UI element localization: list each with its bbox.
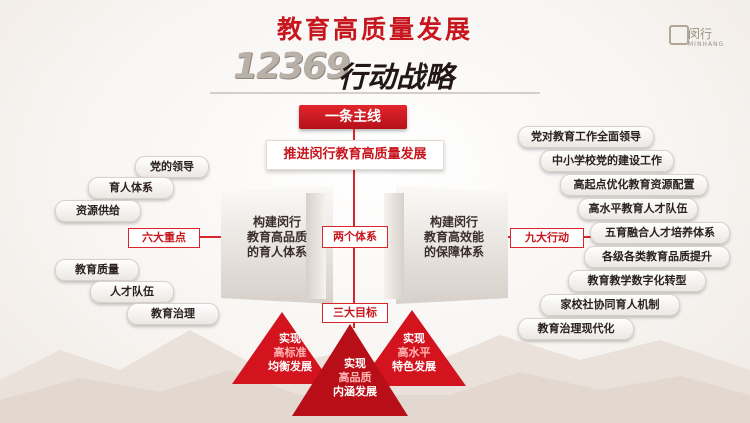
- six-item: 教育质量: [55, 259, 139, 281]
- three-goal-tag: 三大目标: [322, 303, 388, 323]
- six-item: 育人体系: [88, 177, 174, 199]
- minhang-logo-icon: [669, 25, 689, 45]
- goal-2: 实现高品质内涵发展: [333, 357, 377, 398]
- nine-item: 高水平教育人才队伍: [578, 198, 698, 220]
- six-item: 党的领导: [135, 156, 209, 178]
- goal-1: 实现高标准均衡发展: [268, 332, 312, 373]
- six-item: 人才队伍: [90, 281, 174, 303]
- goal-triangles: [232, 310, 466, 416]
- nine-action-tag: 九大行动: [510, 228, 584, 248]
- page-title: 教育高质量发展: [276, 15, 473, 44]
- top-divider: [210, 92, 540, 94]
- core-tag: 两个体系: [322, 226, 388, 248]
- subtitle-tail: 行动战略: [338, 60, 455, 94]
- nine-item: 党对教育工作全面领导: [518, 126, 654, 148]
- nine-item: 教育治理现代化: [518, 318, 634, 340]
- logo-name: 闵行: [688, 27, 713, 41]
- connector: [353, 129, 355, 141]
- right-system-panel: [396, 186, 508, 304]
- subtitle-code: 12369: [233, 46, 350, 87]
- main-line-bar: 一条主线: [299, 105, 407, 129]
- six-focus-tag: 六大重点: [128, 228, 200, 248]
- nine-item: 家校社协同育人机制: [540, 294, 680, 316]
- logo-sub: MINHANG: [688, 41, 725, 48]
- six-item: 资源供给: [55, 200, 141, 222]
- center-vertical-line: [353, 168, 355, 328]
- nine-item: 中小学校党的建设工作: [540, 150, 674, 172]
- goal-3: 实现高水平特色发展: [392, 332, 436, 373]
- nine-item: 高起点优化教育资源配置: [560, 174, 708, 196]
- nine-item: 教育教学数字化转型: [568, 270, 706, 292]
- nine-item: 各级各类教育品质提升: [584, 246, 730, 268]
- left-system-text: 构建闵行教育高品质的育人体系: [246, 215, 307, 259]
- right-system-text: 构建闵行教育高效能的保障体系: [423, 215, 484, 259]
- nine-item: 五育融合人才培养体系: [590, 222, 730, 244]
- main-banner: 推进闵行教育高质量发展: [266, 140, 444, 170]
- six-item: 教育治理: [127, 303, 219, 325]
